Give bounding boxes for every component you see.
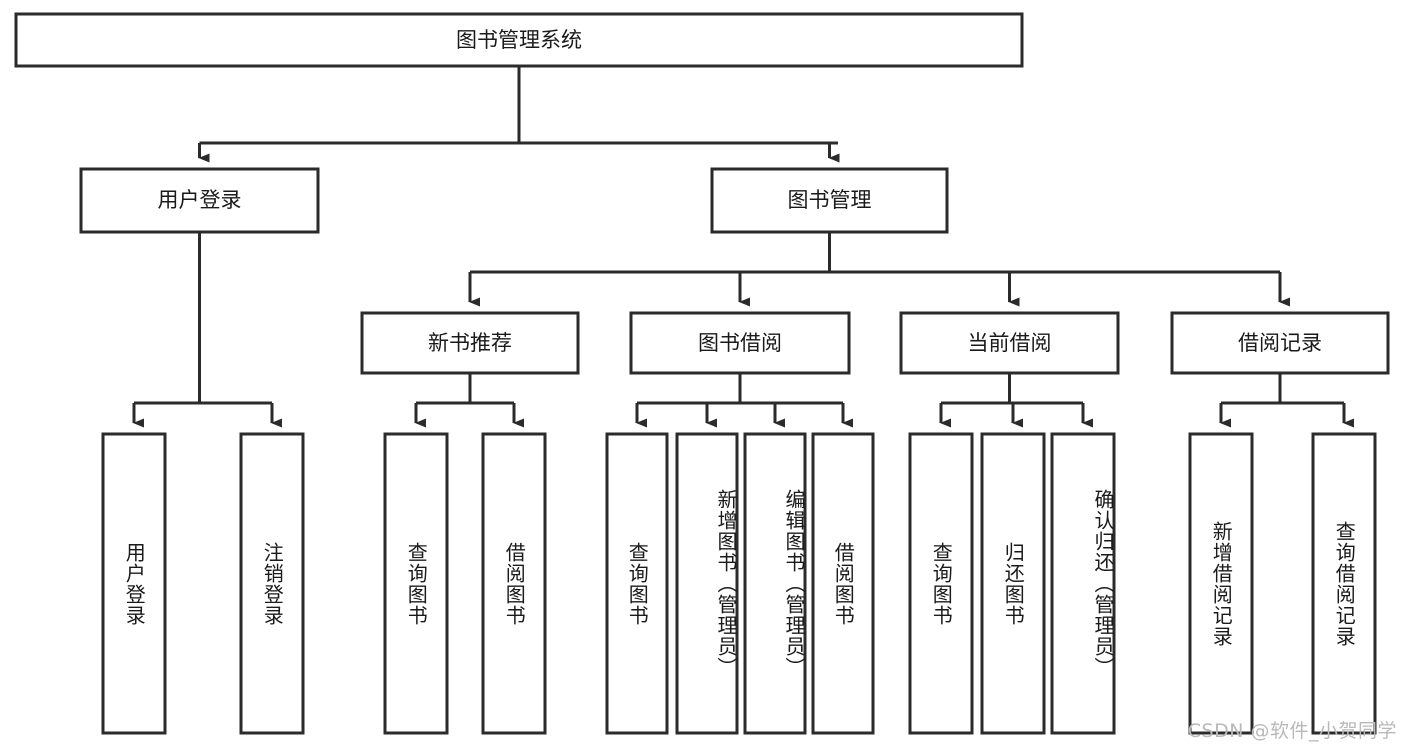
node-new-book-rec[interactable]: 新书推荐 [360,311,580,375]
node-leaf-confirm-return-admin-box[interactable] [1050,432,1116,735]
node-leaf-add-book-admin-box[interactable] [675,432,739,735]
connectors-current-borrow-to-leaves [939,373,1093,428]
node-root-box[interactable] [14,12,1024,68]
node-book-manage-label: 图书管理 [788,188,872,212]
node-book-borrow-box[interactable] [629,311,851,375]
node-leaf-user-logout-box[interactable] [239,432,305,735]
connectors-root-to-level2 [198,66,840,163]
leaf-boxes [101,432,1377,735]
node-borrow-record-box[interactable] [1170,311,1390,375]
node-current-borrow-label: 当前借阅 [968,331,1052,355]
node-book-manage-box[interactable] [710,167,949,234]
connectors-book-manage-to-level3 [468,232,1290,307]
node-book-borrow[interactable]: 图书借阅 [629,311,851,375]
node-current-borrow-box[interactable] [899,311,1120,375]
connectors-user-login-to-leaves [132,232,282,428]
node-leaf-add-borrow-record-box[interactable] [1188,432,1254,735]
node-root-label: 图书管理系统 [456,28,582,52]
node-leaf-query-book-borrow-box[interactable] [605,432,669,735]
node-new-book-rec-box[interactable] [360,311,580,375]
connectors-borrow-record-to-leaves [1219,373,1354,428]
node-leaf-query-borrow-record-box[interactable] [1311,432,1377,735]
node-root[interactable]: 图书管理系统 [14,12,1024,68]
csdn-watermark: CSDN @软件_小贺同学 [1187,720,1397,742]
node-book-borrow-label: 图书借阅 [698,331,782,355]
node-leaf-user-login-box[interactable] [101,432,167,735]
node-book-manage[interactable]: 图书管理 [710,167,949,234]
node-user-login-box[interactable] [79,167,320,234]
node-leaf-borrow-book-rec-box[interactable] [481,432,547,735]
node-borrow-record-label: 借阅记录 [1238,331,1322,355]
connectors-book-borrow-to-leaves [635,373,853,428]
node-user-login-label: 用户登录 [158,188,242,212]
node-leaf-edit-book-admin-box[interactable] [743,432,807,735]
node-leaf-borrow-book-box[interactable] [811,432,875,735]
node-user-login[interactable]: 用户登录 [79,167,320,234]
node-leaf-query-book-cur-box[interactable] [908,432,974,735]
node-current-borrow[interactable]: 当前借阅 [899,311,1120,375]
node-new-book-rec-label: 新书推荐 [428,331,512,355]
node-borrow-record[interactable]: 借阅记录 [1170,311,1390,375]
node-leaf-query-book-rec-box[interactable] [383,432,449,735]
node-leaf-return-book-box[interactable] [980,432,1046,735]
connectors-new-book-rec-to-leaves [414,373,524,428]
